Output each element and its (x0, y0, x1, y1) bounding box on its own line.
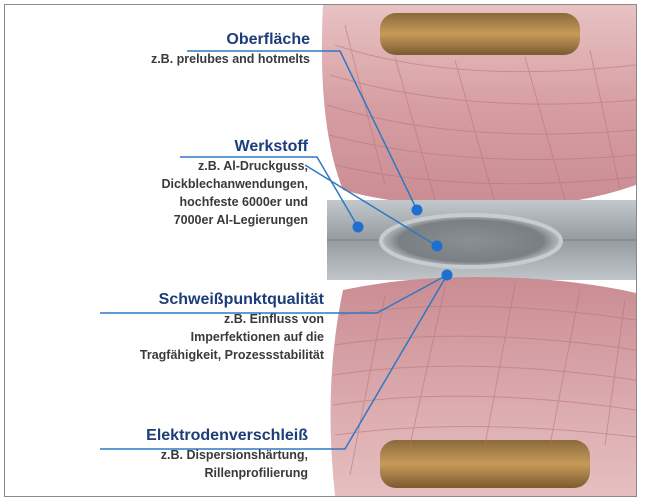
label-wear: Elektrodenverschleiß z.B. Dispersionshär… (146, 426, 308, 482)
spot-weld-illustration (5, 5, 636, 496)
label-quality-line-2: Imperfektionen auf die (140, 328, 324, 346)
label-quality-line-1: z.B. Einfluss von (140, 310, 324, 328)
diagram-frame: Oberfläche z.B. prelubes and hotmelts We… (4, 4, 637, 497)
label-material-line-4: 7000er Al-Legierungen (161, 211, 308, 229)
label-surface-line-1: z.B. prelubes and hotmelts (151, 50, 310, 68)
label-surface: Oberfläche z.B. prelubes and hotmelts (151, 30, 310, 68)
label-material-line-3: hochfeste 6000er und (161, 193, 308, 211)
label-material-title: Werkstoff (235, 137, 309, 157)
upper-electrode-cap (380, 13, 580, 55)
label-material: Werkstoff z.B. Al-Druckguss, Dickblechan… (161, 137, 308, 229)
label-wear-line-2: Rillenprofilierung (146, 464, 308, 482)
marker-nugget (432, 241, 443, 252)
marker-surface (412, 205, 423, 216)
label-wear-title: Elektrodenverschleiß (146, 426, 308, 446)
label-quality: Schweißpunktqualität z.B. Einfluss von I… (140, 290, 324, 364)
marker-sheet (353, 222, 364, 233)
label-quality-title: Schweißpunktqualität (159, 290, 324, 310)
label-wear-line-1: z.B. Dispersionshärtung, (146, 446, 308, 464)
weld-nugget (381, 215, 561, 267)
label-surface-title: Oberfläche (226, 30, 310, 50)
label-quality-line-3: Tragfähigkeit, Prozessstabilität (140, 346, 324, 364)
label-material-line-2: Dickblechanwendungen, (161, 175, 308, 193)
marker-lower-surface (442, 270, 453, 281)
label-material-line-1: z.B. Al-Druckguss, (161, 157, 308, 175)
lower-electrode-cap (380, 440, 590, 488)
